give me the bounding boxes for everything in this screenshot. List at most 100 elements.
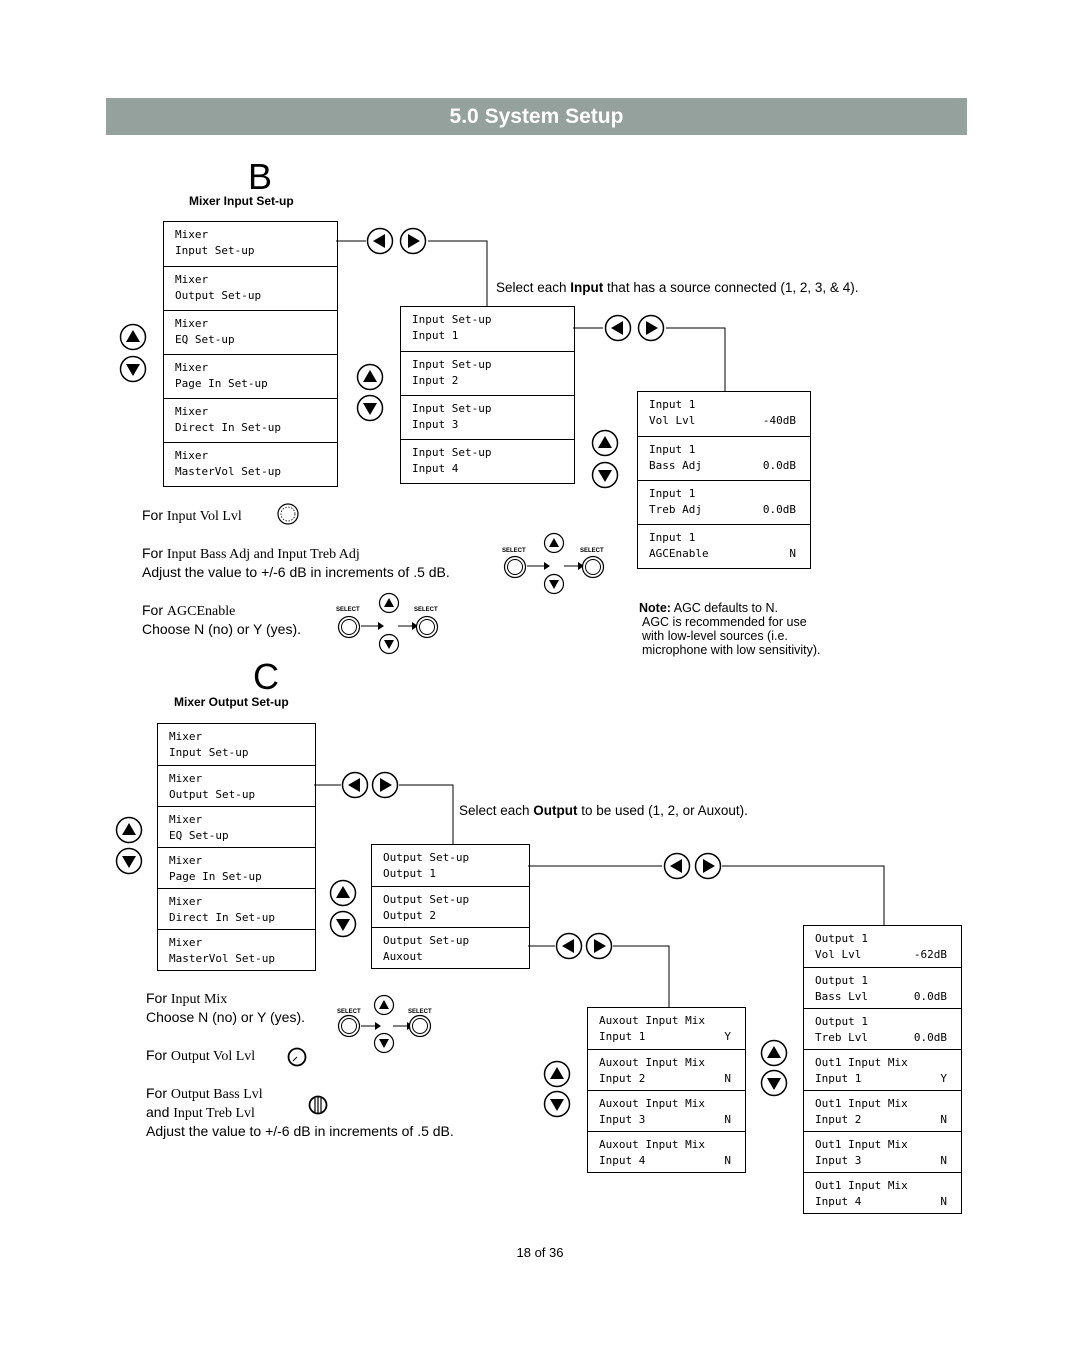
select-button-icon[interactable] — [503, 555, 527, 579]
down-arrow-icon[interactable] — [373, 1032, 395, 1054]
select-button-icon[interactable] — [337, 1014, 361, 1038]
menu-line-2: EQ Set-up — [169, 829, 229, 842]
down-arrow-icon[interactable] — [543, 1090, 571, 1118]
section-banner: 5.0 System Setup — [106, 98, 967, 135]
up-arrow-icon[interactable] — [543, 1060, 571, 1088]
select-button-icon[interactable] — [408, 1014, 432, 1038]
right-arrow-icon[interactable] — [694, 852, 722, 880]
menu-line-2: Page In Set-up — [169, 870, 262, 883]
menu-line-1: Mixer — [169, 854, 203, 867]
menu-line-2: Input 1 — [412, 329, 459, 342]
up-arrow-icon[interactable] — [119, 323, 147, 351]
select-button-icon[interactable] — [581, 555, 605, 579]
down-arrow-icon[interactable] — [760, 1069, 788, 1097]
left-arrow-icon[interactable] — [604, 314, 632, 342]
volume-knob-icon[interactable] — [277, 503, 299, 525]
menu-line-1: Output 1 — [815, 974, 868, 987]
adjust-instruction-b: Adjust the value to +/-6 dB in increment… — [142, 564, 450, 580]
up-arrow-icon[interactable] — [543, 532, 565, 554]
left-arrow-icon[interactable] — [341, 771, 369, 799]
down-arrow-icon[interactable] — [378, 633, 400, 655]
up-arrow-icon[interactable] — [115, 816, 143, 844]
menu-line-1: Input 1 — [649, 398, 696, 411]
choose-instruction-c: Choose N (no) or Y (yes). — [146, 1009, 305, 1025]
eq-knob-icon[interactable] — [308, 1095, 328, 1115]
left-arrow-icon[interactable] — [663, 852, 691, 880]
param-label: Input 2 — [599, 1072, 646, 1085]
param-label: Bass Adj — [649, 459, 702, 472]
param-value: 0.0dB — [913, 1031, 947, 1044]
down-arrow-icon[interactable] — [329, 910, 357, 938]
down-arrow-icon[interactable] — [115, 847, 143, 875]
down-arrow-icon[interactable] — [119, 355, 147, 383]
select-button-icon[interactable] — [415, 615, 439, 639]
up-arrow-icon[interactable] — [373, 994, 395, 1016]
up-arrow-icon[interactable] — [378, 592, 400, 614]
up-arrow-icon[interactable] — [760, 1039, 788, 1067]
menu-line-2: EQ Set-up — [175, 333, 235, 346]
right-arrow-icon[interactable] — [585, 932, 613, 960]
param-label: Input 2 — [815, 1113, 862, 1126]
menu-line-1: Input Set-up — [412, 446, 492, 459]
menu-line-1: Mixer — [169, 895, 203, 908]
left-arrow-icon[interactable] — [366, 227, 394, 255]
menu-line-1: Mixer — [175, 405, 209, 418]
for-input-vol-label: For Input Vol Lvl — [142, 507, 242, 524]
up-arrow-icon[interactable] — [356, 363, 384, 391]
select-button-icon[interactable] — [337, 615, 361, 639]
left-arrow-icon[interactable] — [555, 932, 583, 960]
for-input-bass-treb-label: For Input Bass Adj and Input Treb Adj — [142, 545, 360, 562]
up-arrow-icon[interactable] — [591, 429, 619, 457]
param-value: N — [940, 1195, 947, 1208]
right-arrow-icon[interactable] — [399, 227, 427, 255]
down-arrow-icon[interactable] — [591, 461, 619, 489]
menu-line-1: Mixer — [175, 361, 209, 374]
up-arrow-icon[interactable] — [329, 879, 357, 907]
right-arrow-icon[interactable] — [637, 314, 665, 342]
right-arrow-icon[interactable] — [371, 771, 399, 799]
menu-line-2: Page In Set-up — [175, 377, 268, 390]
volume-knob-icon[interactable] — [287, 1047, 307, 1067]
menu-line-2: Input 2 — [412, 374, 459, 387]
down-arrow-icon[interactable] — [543, 573, 565, 595]
down-arrow-icon[interactable] — [356, 394, 384, 422]
